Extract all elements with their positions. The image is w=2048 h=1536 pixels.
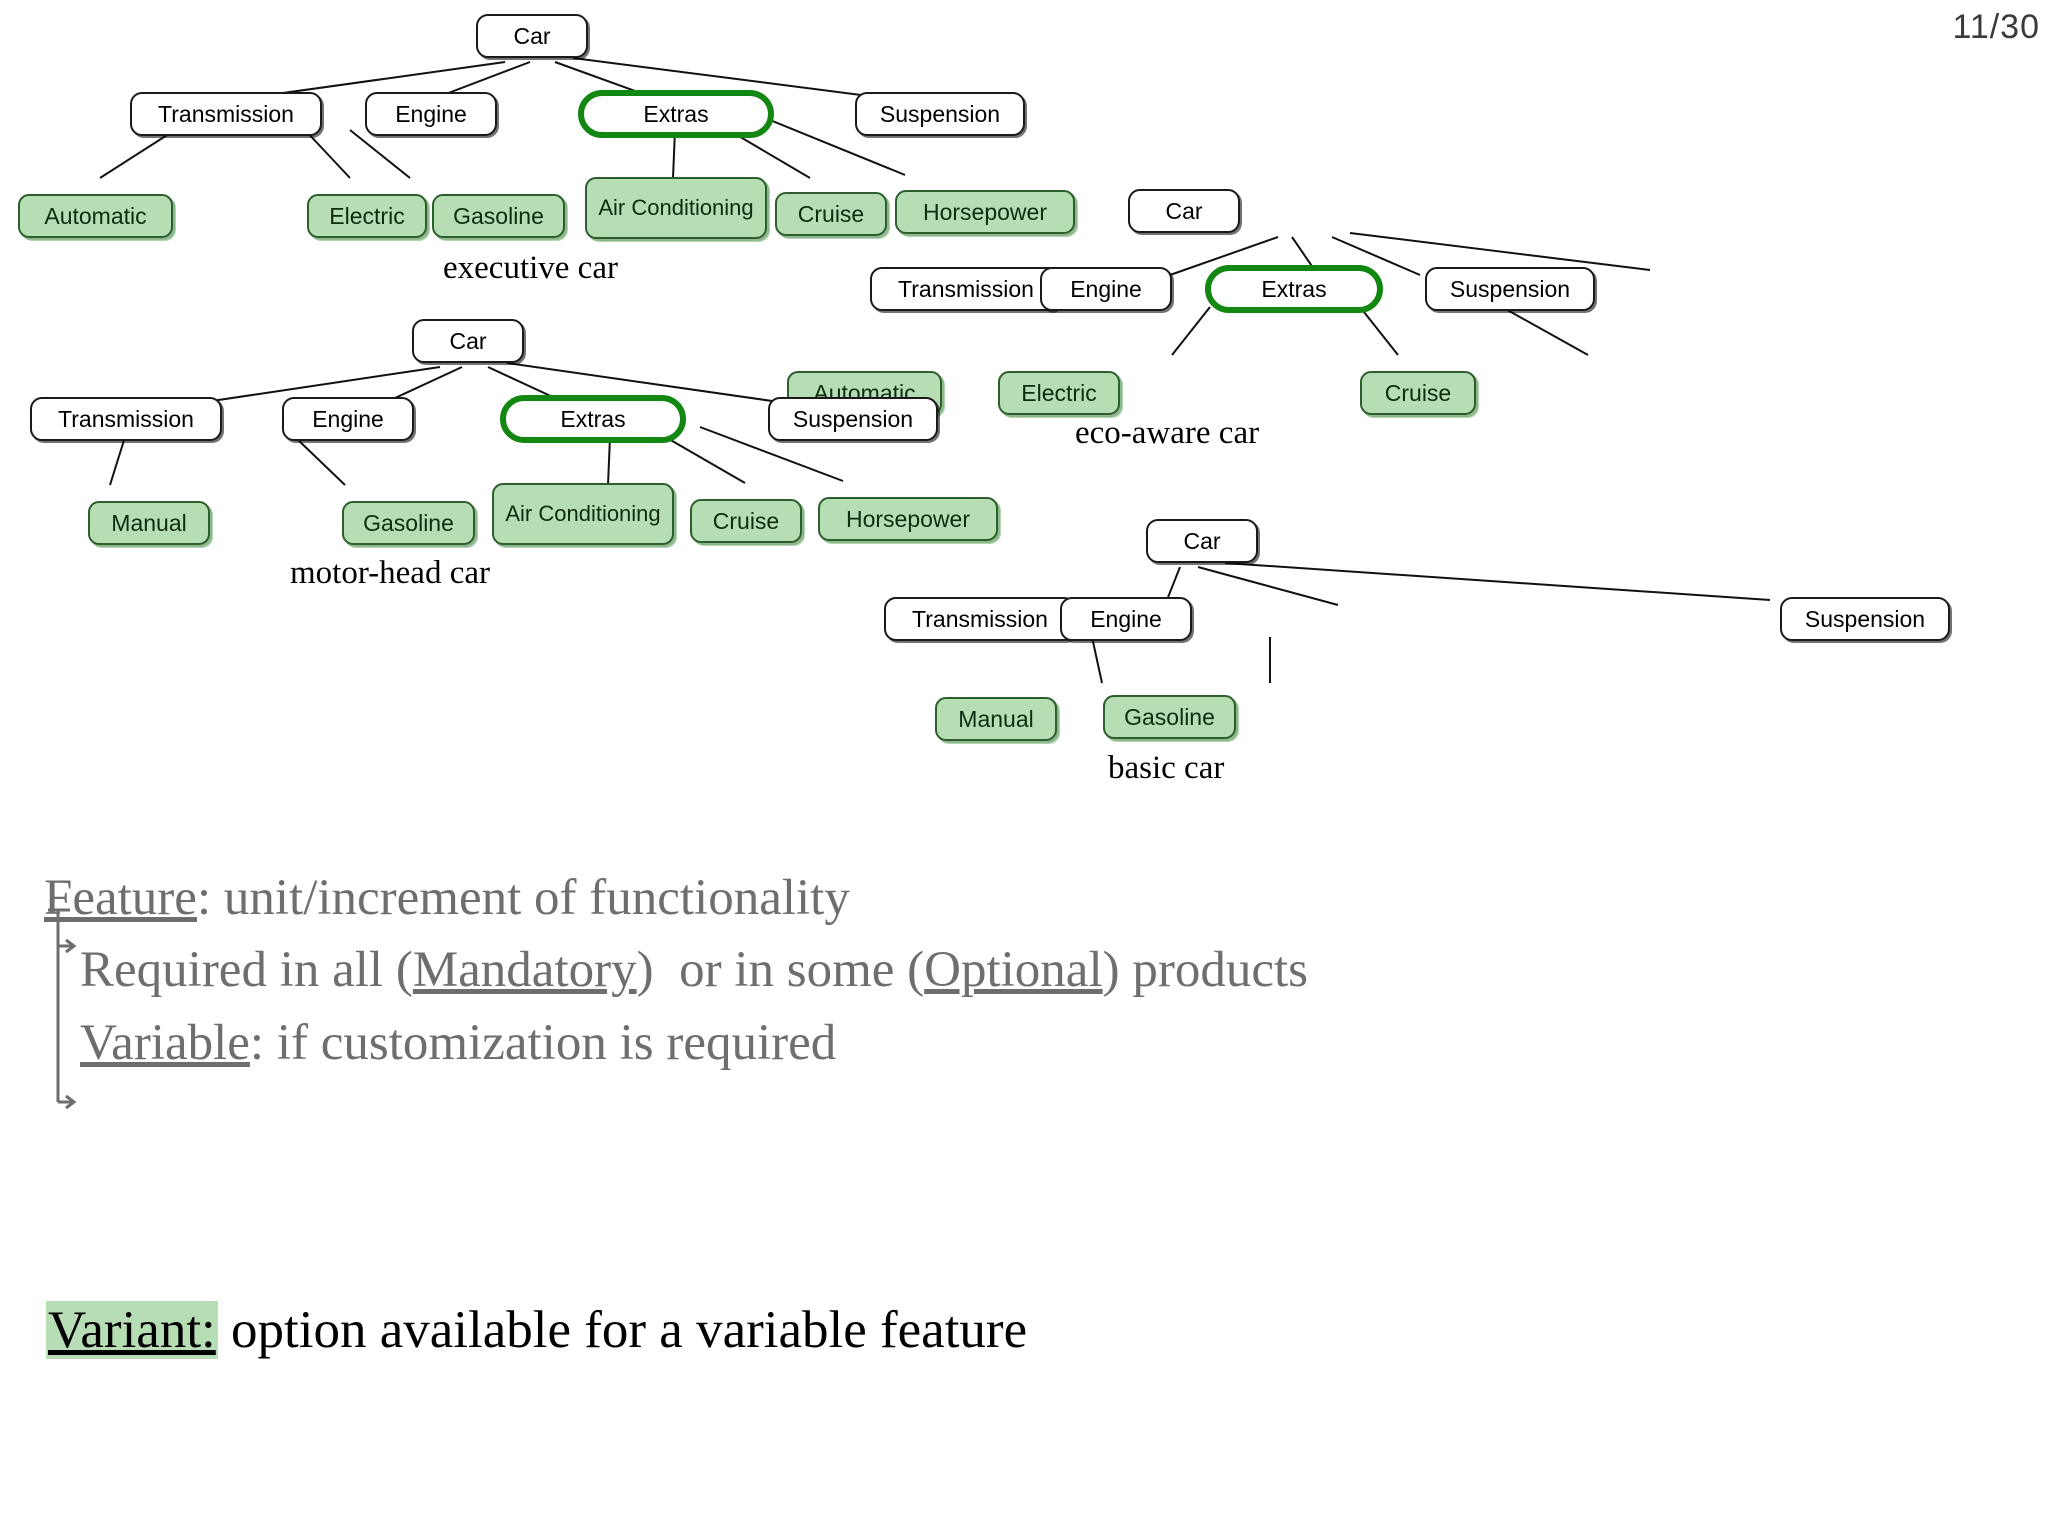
node-label: Electric — [1021, 379, 1097, 406]
node-label: Car — [1183, 527, 1221, 554]
node-basic-car-engine[interactable]: Engine — [1060, 597, 1192, 641]
node-label: Cruise — [1384, 379, 1452, 406]
feature-diagram-basic-car: Car Transmission Engine Suspension Manua… — [884, 505, 2048, 805]
node-label: Engine — [395, 100, 467, 127]
definition-feature: Feature: unit/increment of functionality — [44, 862, 2004, 934]
node-label: Suspension — [879, 100, 1001, 127]
node-label: Transmission — [158, 100, 294, 127]
node-label: Engine — [1090, 605, 1162, 632]
feature-diagram-eco-aware-car: Car Transmission Engine Extras Suspensio… — [787, 175, 2048, 475]
node-eco-aware-car-electric[interactable]: Electric — [998, 371, 1120, 415]
variable-rest: : if customization is required — [249, 1014, 837, 1071]
product-label-eco-aware-car: eco-aware car — [1075, 415, 1260, 451]
node-label: Gasoline — [453, 202, 544, 229]
node-eco-aware-car-transmission[interactable]: Transmission — [870, 267, 1062, 311]
node-label: Suspension — [792, 405, 914, 432]
node-motor-head-car-suspension[interactable]: Suspension — [768, 397, 938, 441]
node-executive-car-root[interactable]: Car — [476, 14, 588, 58]
node-label: Manual — [111, 509, 187, 536]
node-motor-head-car-transmission[interactable]: Transmission — [30, 397, 222, 441]
node-label: Car — [449, 327, 487, 354]
node-label: Gasoline — [1124, 703, 1215, 730]
node-label: Electric — [329, 202, 405, 229]
node-label: Air Conditioning — [598, 194, 754, 220]
node-eco-aware-car-suspension[interactable]: Suspension — [1425, 267, 1595, 311]
node-eco-aware-car-root[interactable]: Car — [1128, 189, 1240, 233]
node-label: Cruise — [797, 200, 865, 227]
node-basic-car-gasoline[interactable]: Gasoline — [1103, 695, 1236, 739]
node-executive-car-transmission[interactable]: Transmission — [130, 92, 322, 136]
node-motor-head-car-extras[interactable]: Extras — [500, 395, 686, 443]
node-label: Cruise — [712, 507, 780, 534]
node-eco-aware-car-cruise[interactable]: Cruise — [1360, 371, 1476, 415]
product-label-motor-head-car: motor-head car — [290, 555, 490, 591]
node-label: Air Conditioning — [505, 500, 661, 526]
node-basic-car-transmission[interactable]: Transmission — [884, 597, 1076, 641]
node-label: Transmission — [912, 605, 1048, 632]
node-label: Suspension — [1449, 275, 1571, 302]
node-label: Transmission — [58, 405, 194, 432]
mandatory-term: Mandatory — [412, 942, 637, 999]
node-label: Engine — [1070, 275, 1142, 302]
definition-mandatory-optional: Required in all (Mandatory) or in some (… — [44, 934, 2004, 1006]
definition-variable: Variable: if customization is required — [44, 1007, 2004, 1079]
node-label: Automatic — [44, 202, 147, 229]
node-label: Horsepower — [923, 198, 1047, 225]
feature-term: Feature — [44, 870, 197, 926]
node-motor-head-car-air-conditioning[interactable]: Air Conditioning — [492, 483, 674, 545]
node-label: Manual — [958, 705, 1034, 732]
node-label: Engine — [312, 405, 384, 432]
node-basic-car-root[interactable]: Car — [1146, 519, 1258, 563]
mandatory-mid: ) or in some ( — [636, 942, 925, 999]
node-label: Extras — [560, 405, 626, 432]
node-executive-car-extras[interactable]: Extras — [578, 90, 774, 138]
node-motor-head-car-gasoline[interactable]: Gasoline — [342, 501, 475, 545]
node-label: Car — [1165, 197, 1203, 224]
node-executive-car-horsepower[interactable]: Horsepower — [895, 190, 1075, 234]
diagram-edges-basic — [1091, 562, 1771, 684]
node-motor-head-car-manual[interactable]: Manual — [88, 501, 210, 545]
node-label: Horsepower — [846, 505, 970, 532]
definitions-block: Feature: unit/increment of functionality… — [44, 862, 2004, 1079]
node-eco-aware-car-engine[interactable]: Engine — [1040, 267, 1172, 311]
variant-term: Variant: — [46, 1301, 218, 1359]
node-basic-car-manual[interactable]: Manual — [935, 697, 1057, 741]
node-label: Car — [513, 22, 551, 49]
node-label: Transmission — [898, 275, 1034, 302]
product-label-executive-car: executive car — [443, 250, 618, 286]
node-executive-car-automatic[interactable]: Automatic — [18, 194, 173, 238]
node-basic-car-suspension[interactable]: Suspension — [1780, 597, 1950, 641]
node-motor-head-car-engine[interactable]: Engine — [282, 397, 414, 441]
node-label: Extras — [643, 100, 709, 127]
optional-term: Optional — [924, 942, 1103, 999]
node-motor-head-car-cruise[interactable]: Cruise — [690, 499, 802, 543]
variant-rest: option available for a variable feature — [217, 1301, 1028, 1359]
mandatory-pre: Required in all ( — [80, 942, 413, 999]
optional-post: ) products — [1102, 942, 1308, 999]
slide-number: 11/30 — [1952, 8, 2040, 46]
node-label: Suspension — [1804, 605, 1926, 632]
node-motor-head-car-horsepower[interactable]: Horsepower — [818, 497, 998, 541]
node-executive-car-engine[interactable]: Engine — [365, 92, 497, 136]
definition-variant: Variant: option available for a variable… — [46, 1300, 1027, 1360]
node-label: Gasoline — [363, 509, 454, 536]
node-motor-head-car-root[interactable]: Car — [412, 319, 524, 363]
node-executive-car-suspension[interactable]: Suspension — [855, 92, 1025, 136]
node-label: Extras — [1261, 275, 1327, 302]
node-executive-car-electric[interactable]: Electric — [307, 194, 427, 238]
variable-term: Variable — [80, 1014, 250, 1071]
node-executive-car-gasoline[interactable]: Gasoline — [432, 194, 565, 238]
feature-diagram-motor-head-car: Car Transmission Engine Extras Suspensio… — [0, 305, 1040, 605]
feature-rest: : unit/increment of functionality — [196, 870, 850, 926]
product-label-basic-car: basic car — [1108, 750, 1225, 786]
node-executive-car-air-conditioning[interactable]: Air Conditioning — [585, 177, 767, 239]
feature-diagram-executive-car: Car Transmission Engine Extras Suspensio… — [0, 0, 1100, 290]
node-eco-aware-car-extras[interactable]: Extras — [1205, 265, 1383, 313]
node-executive-car-cruise[interactable]: Cruise — [775, 192, 887, 236]
